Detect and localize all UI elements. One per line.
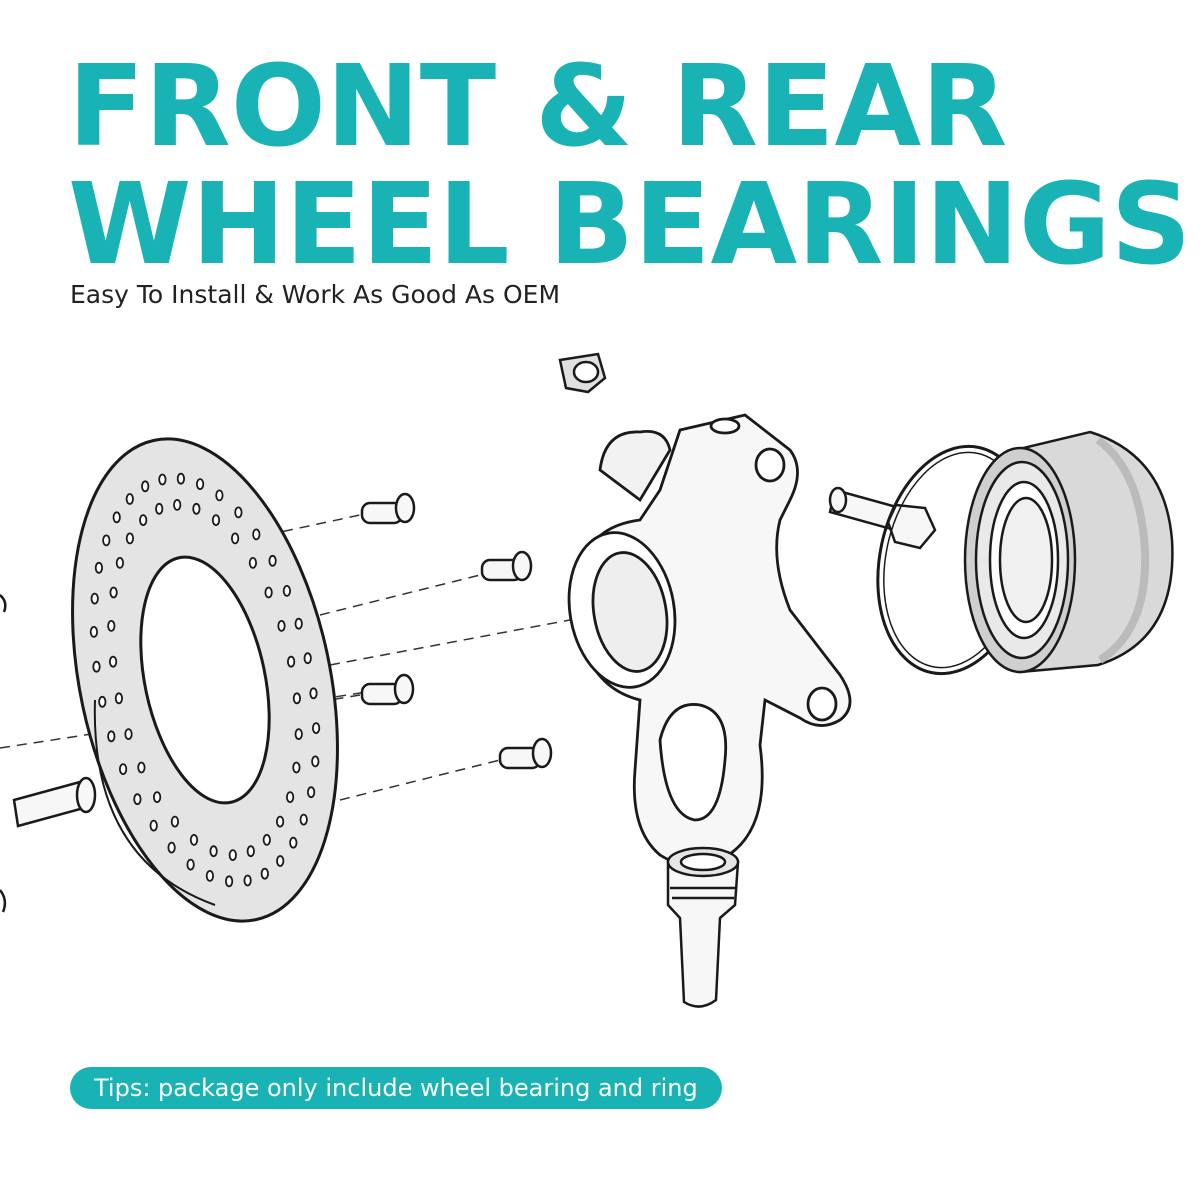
rotor-vent-hole [173,498,182,511]
rotor-vent-hole [92,660,101,673]
rotor-vent-hole [102,534,111,547]
rotor-vent-hole [292,692,301,705]
rotor-vent-hole [189,834,199,846]
wheel-stud [12,776,97,828]
rotor-vent-hole [149,819,158,832]
headline-line-2: WHEEL BEARINGS [68,160,1192,290]
rotor-vent-hole [155,502,164,515]
rotor-vent-hole [205,870,214,882]
rotor-vent-hole [264,586,273,599]
rotor-vent-hole [170,815,179,828]
rotor-vent-hole [268,554,277,567]
rotor-vent-hole [196,478,205,491]
rotor-vent-hole [225,875,234,888]
rotor-vent-hole [167,841,176,854]
rotor-bolts [360,492,553,770]
rotor-vent-hole [139,514,148,526]
rotor-vent-hole [109,586,118,599]
rotor-vent-hole [292,761,301,774]
grease-cap [558,352,607,394]
rotor-vent-hole [234,506,243,519]
rotor-vent-hole [294,728,303,740]
rotor-vent-hole [299,813,308,826]
rotor-bolt [360,492,416,525]
rotor-vent-hole [260,867,269,880]
rotor-vent-hole [286,655,296,668]
rotor-vent-hole [137,761,146,774]
rotor-vent-hole [119,763,128,775]
rotor-vent-hole [252,528,261,541]
rotor-vent-hole [215,489,224,502]
rotor-vent-hole [125,532,134,545]
headline: FRONT & REAR WHEEL BEARINGS [68,48,1191,284]
rotor-vent-hole [311,755,320,768]
rotor-vent-hole [133,793,142,806]
steering-knuckle [567,413,852,868]
rotor-vent-hole [124,728,133,740]
rotor-bolt [360,673,415,706]
edge-part [0,594,7,913]
rotor-bolt [498,737,553,770]
rotor-vent-hole [282,585,291,597]
tips-banner: Tips: package only include wheel bearing… [70,1067,722,1109]
rotor-vent-hole [107,620,116,632]
rotor-vent-hole [289,836,298,849]
rotor-vent-hole [89,626,99,638]
rotor-vent-hole [303,652,312,665]
rotor-vent-hole [114,692,124,705]
rotor-vent-hole [275,815,285,828]
subtitle: Easy To Install & Work As Good As OEM [70,280,561,309]
rotor-vent-hole [228,849,237,861]
rotor-vent-hole [243,874,252,887]
rotor-vent-hole [231,532,240,545]
rotor-vent-hole [209,845,218,858]
knuckle-bolt [828,486,937,550]
rotor-vent-hole [277,620,286,632]
rotor-vent-hole [94,561,104,574]
rotor-vent-hole [276,855,285,867]
headline-line-1: FRONT & REAR [68,42,1008,172]
rotor-vent-hole [158,473,167,486]
rotor-vent-hole [248,557,257,569]
brake-rotor-disc [71,437,339,923]
rotor-vent-hole [115,557,125,569]
rotor-vent-hole [311,722,321,734]
rotor-vent-hole [90,592,99,605]
rotor-vent-hole [98,695,107,708]
rotor-vent-hole [125,493,134,505]
rotor-bolt [480,550,533,582]
rotor-vent-hole [262,834,271,846]
rotor-vent-hole [112,511,121,524]
rotor-vent-hole [246,845,255,858]
rotor-vent-hole [285,791,295,803]
rotor-vent-hole [211,514,221,526]
wheel-bearing [963,430,1174,674]
rotor-vent-hole [306,786,316,799]
rotor-vent-hole [186,858,195,871]
rotor-vent-hole [153,791,162,803]
rotor-vent-hole [141,480,150,493]
rotor-vent-hole [176,472,185,485]
rotor-vent-hole [109,655,118,668]
rotor-vent-hole [294,617,303,630]
rotor-vent-hole [107,730,116,743]
rotor-vent-hole [309,687,318,700]
rotor-vent-hole [192,502,201,515]
exploded-diagram [0,352,1174,1008]
tips-text: Tips: package only include wheel bearing… [94,1074,698,1102]
ball-joint [666,846,740,1008]
